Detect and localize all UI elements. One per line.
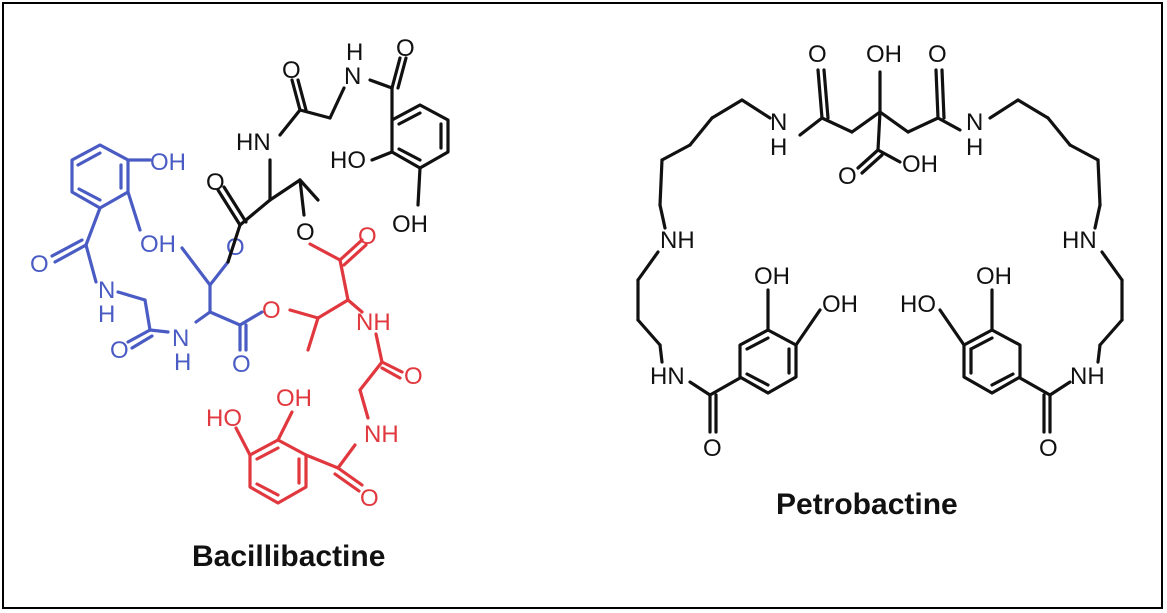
blue-catechol-unit <box>50 143 264 352</box>
red-oh: OH <box>276 385 312 412</box>
petro-oh-1: OH <box>754 263 790 290</box>
blue-n-2: N <box>172 325 189 352</box>
petrobactine-caption: Petrobactine <box>776 488 958 521</box>
red-catechol-unit <box>234 238 404 505</box>
black-catechol-unit <box>216 56 450 264</box>
petro-nh-left: NH <box>660 227 695 254</box>
petrobactine-structure: O OH O N H N H O OH NH HN OH OH OH HO HN… <box>636 41 1124 521</box>
black-n: N <box>344 63 361 90</box>
petro-oh-acid: OH <box>902 151 938 178</box>
petro-ho-4: HO <box>900 291 936 318</box>
blue-oh-2: OH <box>140 231 176 258</box>
red-o-2: O <box>358 223 377 250</box>
petro-oh-top: OH <box>866 41 902 68</box>
bacillibactine-structure: OH OH O N H O N H O O <box>30 35 450 573</box>
black-hn: HN <box>236 129 271 156</box>
petro-oh-2: OH <box>822 291 858 318</box>
black-o-3: O <box>206 169 225 196</box>
black-ho: HO <box>330 147 366 174</box>
red-ho: HO <box>206 405 242 432</box>
petro-n-left: N <box>770 109 787 136</box>
petro-h-right: H <box>966 134 983 161</box>
petro-o-2: O <box>928 41 947 68</box>
red-o-1: O <box>262 297 281 324</box>
petro-o-bottom-right: O <box>1039 435 1058 462</box>
red-nh-1: NH <box>356 309 391 336</box>
petro-nh-bottom-right: NH <box>1070 363 1105 390</box>
petro-hn-bottom-left: HN <box>650 363 685 390</box>
red-nh-2: NH <box>364 421 399 448</box>
petrobactine-bonds <box>636 68 1124 434</box>
blue-o-2: O <box>110 337 129 364</box>
petro-oh-3: OH <box>976 263 1012 290</box>
petro-n-right: N <box>966 109 983 136</box>
black-o-2: O <box>396 35 415 62</box>
petro-o-1: O <box>808 41 827 68</box>
petro-o-acid: O <box>838 163 857 190</box>
blue-n-1: N <box>98 277 115 304</box>
red-o-3: O <box>404 363 423 390</box>
bacillibactine-caption: Bacillibactine <box>192 540 385 573</box>
petro-hn-right: HN <box>1062 227 1097 254</box>
black-o-1: O <box>282 57 301 84</box>
petro-o-bottom-left: O <box>703 435 722 462</box>
blue-h-1: H <box>98 301 115 328</box>
black-o-4: O <box>296 219 315 246</box>
petro-h-left: H <box>770 134 787 161</box>
black-oh: OH <box>392 211 428 238</box>
blue-o-3: O <box>232 351 251 378</box>
red-o-4: O <box>360 485 379 512</box>
blue-o-1: O <box>30 251 49 278</box>
black-h: H <box>346 39 363 66</box>
blue-h-2: H <box>174 349 191 376</box>
blue-oh-1: OH <box>150 149 186 176</box>
